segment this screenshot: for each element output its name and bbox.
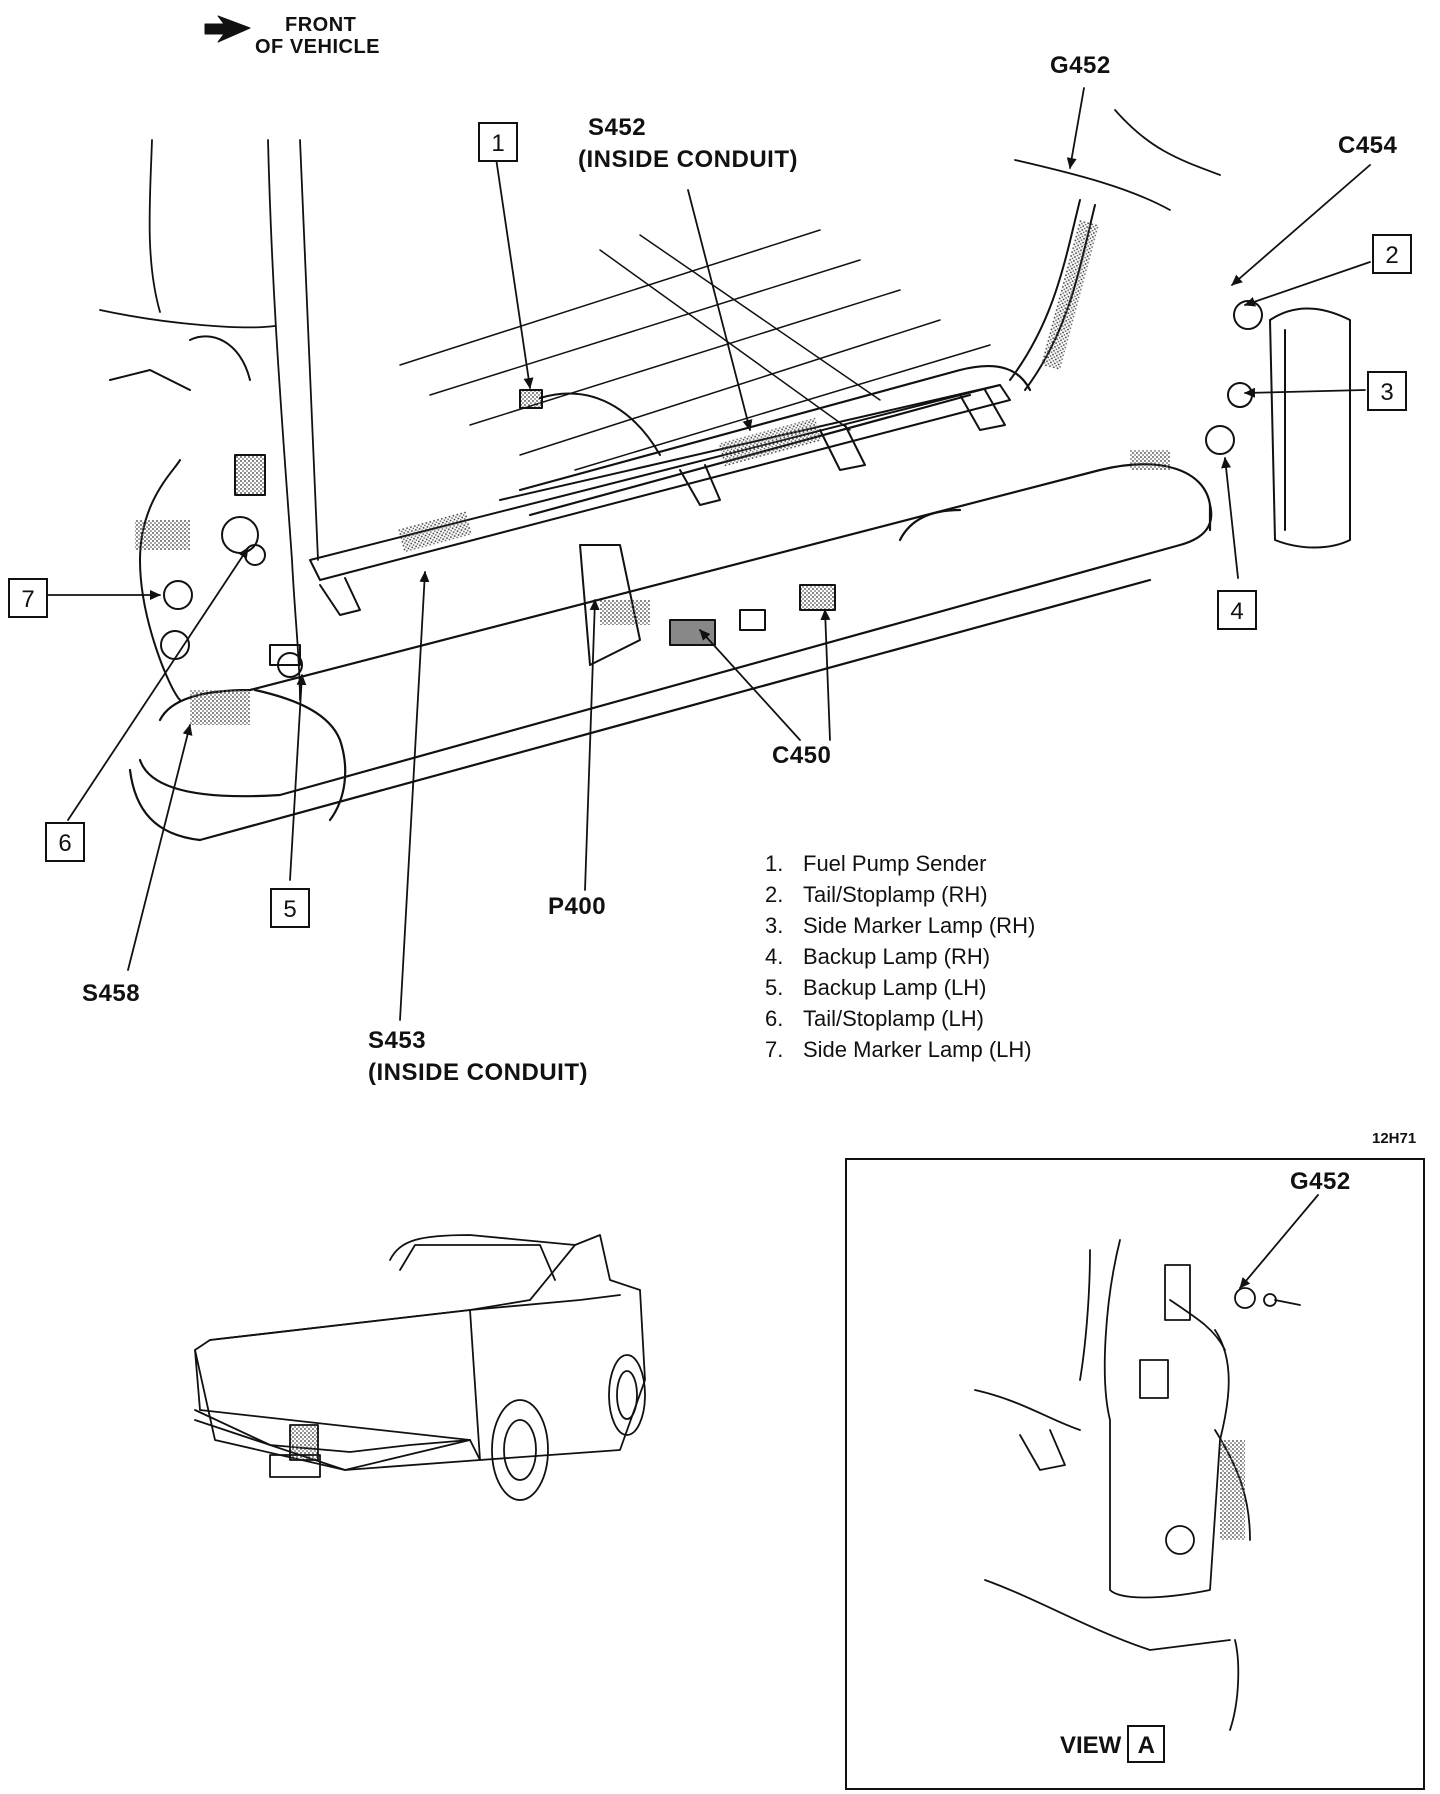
front-label-line1: FRONT (285, 14, 357, 36)
s453-label-line2: (INSIDE CONDUIT) (368, 1059, 588, 1086)
callout-6: 6 (45, 822, 85, 862)
legend-item-text: Tail/Stoplamp (RH) (803, 882, 988, 907)
rear-bumper (128, 365, 1213, 842)
legend-item-number: 2. (765, 882, 784, 907)
pickup-truck-illustration (194, 1234, 646, 1501)
legend-item: 6. Tail/Stoplamp (LH) (765, 1003, 1035, 1034)
rh-vertical-conduit (1009, 199, 1100, 391)
inset-view-a-frame (845, 1158, 1425, 1790)
view-letter-box: A (1127, 1725, 1166, 1763)
legend-item-text: Side Marker Lamp (RH) (803, 913, 1036, 938)
legend-item-number: 6. (765, 1006, 784, 1031)
fuel-pump-sender (519, 389, 661, 456)
harness-conduit (309, 384, 1011, 581)
legend-item: 1. Fuel Pump Sender (765, 848, 1035, 879)
s452-label-line2: (INSIDE CONDUIT) (578, 146, 798, 173)
view-word: VIEW (1060, 1732, 1122, 1759)
legend-item: 2. Tail/Stoplamp (RH) (765, 879, 1035, 910)
legend-item-number: 1. (765, 851, 784, 876)
legend-item-number: 3. (765, 913, 784, 938)
front-of-vehicle-label: FRONT OF VEHICLE (255, 14, 380, 58)
callout-7: 7 (8, 578, 48, 618)
callout-3: 3 (1367, 371, 1407, 411)
legend-item-number: 7. (765, 1037, 784, 1062)
s452-label: S452 (INSIDE CONDUIT) (578, 112, 798, 176)
callout-2: 2 (1372, 234, 1412, 274)
legend-item-number: 5. (765, 975, 784, 1000)
legend-item-number: 4. (765, 944, 784, 969)
callout-5: 5 (270, 888, 310, 928)
s453-label: S453 (INSIDE CONDUIT) (368, 1025, 588, 1089)
leader-lines (47, 87, 1371, 1021)
harness-clips (319, 389, 1006, 616)
legend-item: 3. Side Marker Lamp (RH) (765, 910, 1035, 941)
component-legend: 1.Fuel Pump Sender 2.Tail/Stoplamp (RH) … (765, 848, 1035, 1065)
legend-item-text: Fuel Pump Sender (803, 851, 987, 876)
bed-floor-ribs (399, 229, 991, 471)
s458-label: S458 (82, 980, 141, 1007)
legend-item: 5. Backup Lamp (LH) (765, 972, 1035, 1003)
legend-item-text: Backup Lamp (LH) (803, 975, 987, 1000)
legend-item: 4. Backup Lamp (RH) (765, 941, 1035, 972)
callout-4: 4 (1217, 590, 1257, 630)
legend-item-text: Backup Lamp (RH) (803, 944, 991, 969)
c450-label: C450 (772, 742, 832, 769)
c454-label: C454 (1338, 132, 1398, 159)
legend-item: 7. Side Marker Lamp (LH) (765, 1034, 1035, 1065)
figure-code: 12H71 (1372, 1130, 1417, 1147)
inset-view-a-art (974, 1194, 1319, 1731)
front-arrow-icon (204, 15, 251, 43)
s453-label-line1: S453 (368, 1027, 427, 1054)
lh-lamp-cluster (109, 335, 303, 725)
front-label-line2: OF VEHICLE (255, 36, 381, 58)
legend-item-text: Tail/Stoplamp (LH) (803, 1006, 984, 1031)
rh-tail-lamp (1130, 300, 1351, 549)
s452-label-line1: S452 (588, 114, 647, 141)
g452-label: G452 (1050, 52, 1111, 79)
body-panels (99, 109, 1221, 701)
inset-g452-label: G452 (1290, 1168, 1351, 1195)
legend-item-text: Side Marker Lamp (LH) (803, 1037, 1032, 1062)
p400-label: P400 (548, 893, 607, 920)
callout-1: 1 (478, 122, 518, 162)
c450-connector (579, 544, 836, 666)
